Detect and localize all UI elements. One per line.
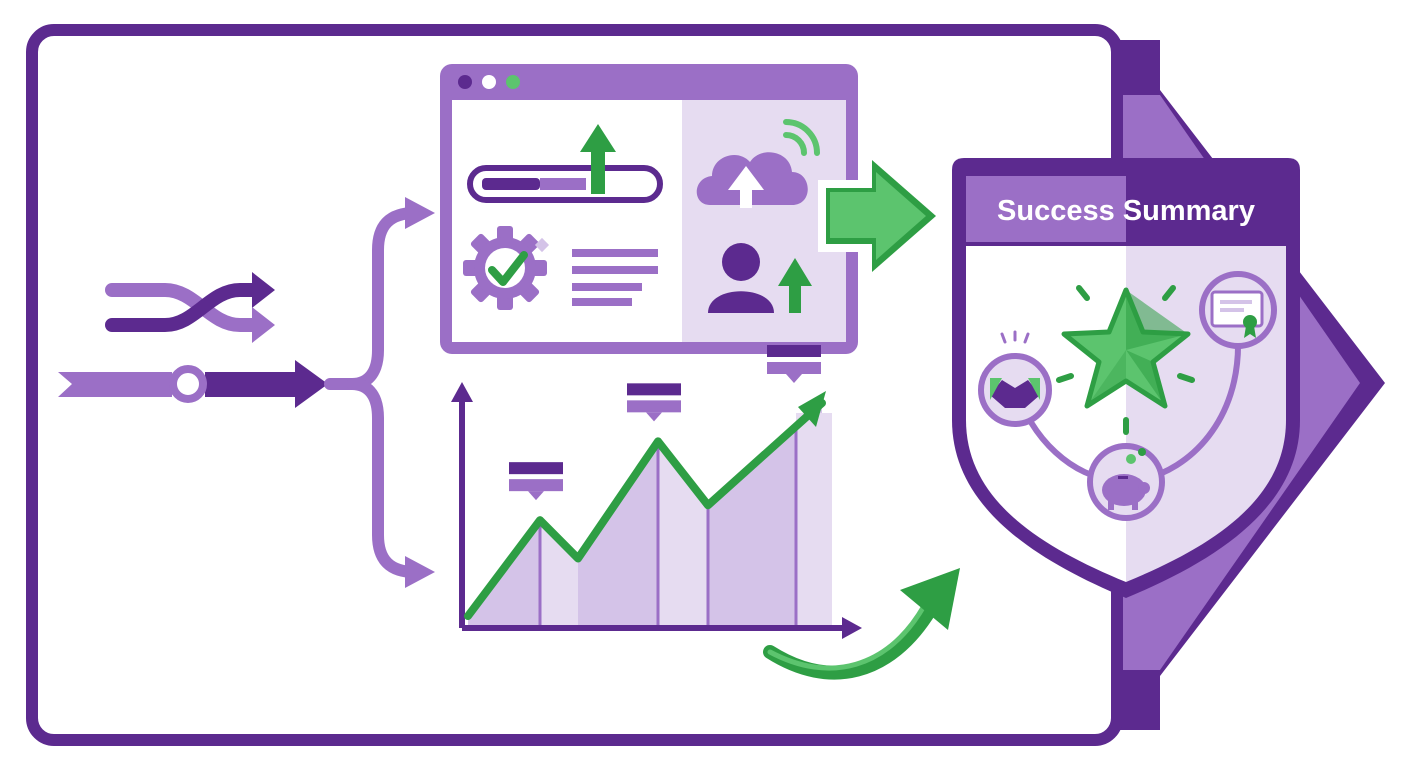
y-axis-arrow [451,382,473,402]
chart-label-marker [767,362,821,374]
chart-label-pointer [528,491,544,501]
chart-area-band [578,441,658,626]
chart-label-marker [509,479,563,492]
trend-arrowhead [798,391,826,427]
certificate-icon [1199,271,1277,349]
chart-label-marker [767,345,821,357]
x-axis-arrow [842,617,862,639]
chart-area-band [708,403,822,626]
handshake-icon [978,330,1052,427]
chart-label-marker [627,400,681,413]
chart-area-band [796,413,832,626]
wifi-signal-icon [783,119,820,156]
chart-label-pointer [786,374,802,383]
growth-chart-icon [451,345,862,639]
trend-line [464,399,826,620]
summary-title: Success Summary [997,195,1255,227]
up-arrow-icon [580,124,616,194]
shuffle-icon [105,272,275,343]
star-icon [1056,285,1195,435]
right-arrow-icon [818,160,936,272]
branch-arrows-icon [324,207,421,578]
chart-label-marker [509,462,563,475]
chart-area-band [540,520,578,626]
piggy-bank-icon [1087,443,1165,521]
user-up-icon [708,243,812,313]
cloud-upload-icon [696,152,808,208]
chart-label-pointer [646,412,662,422]
chart-label-marker [627,383,681,396]
chart-area-band [658,441,708,626]
curved-arrow-icon [763,568,960,680]
timeline-arrow-icon [58,360,328,408]
gear-check-icon [463,226,550,310]
progress-bar-icon [467,165,663,203]
text-lines-icon [572,249,658,306]
